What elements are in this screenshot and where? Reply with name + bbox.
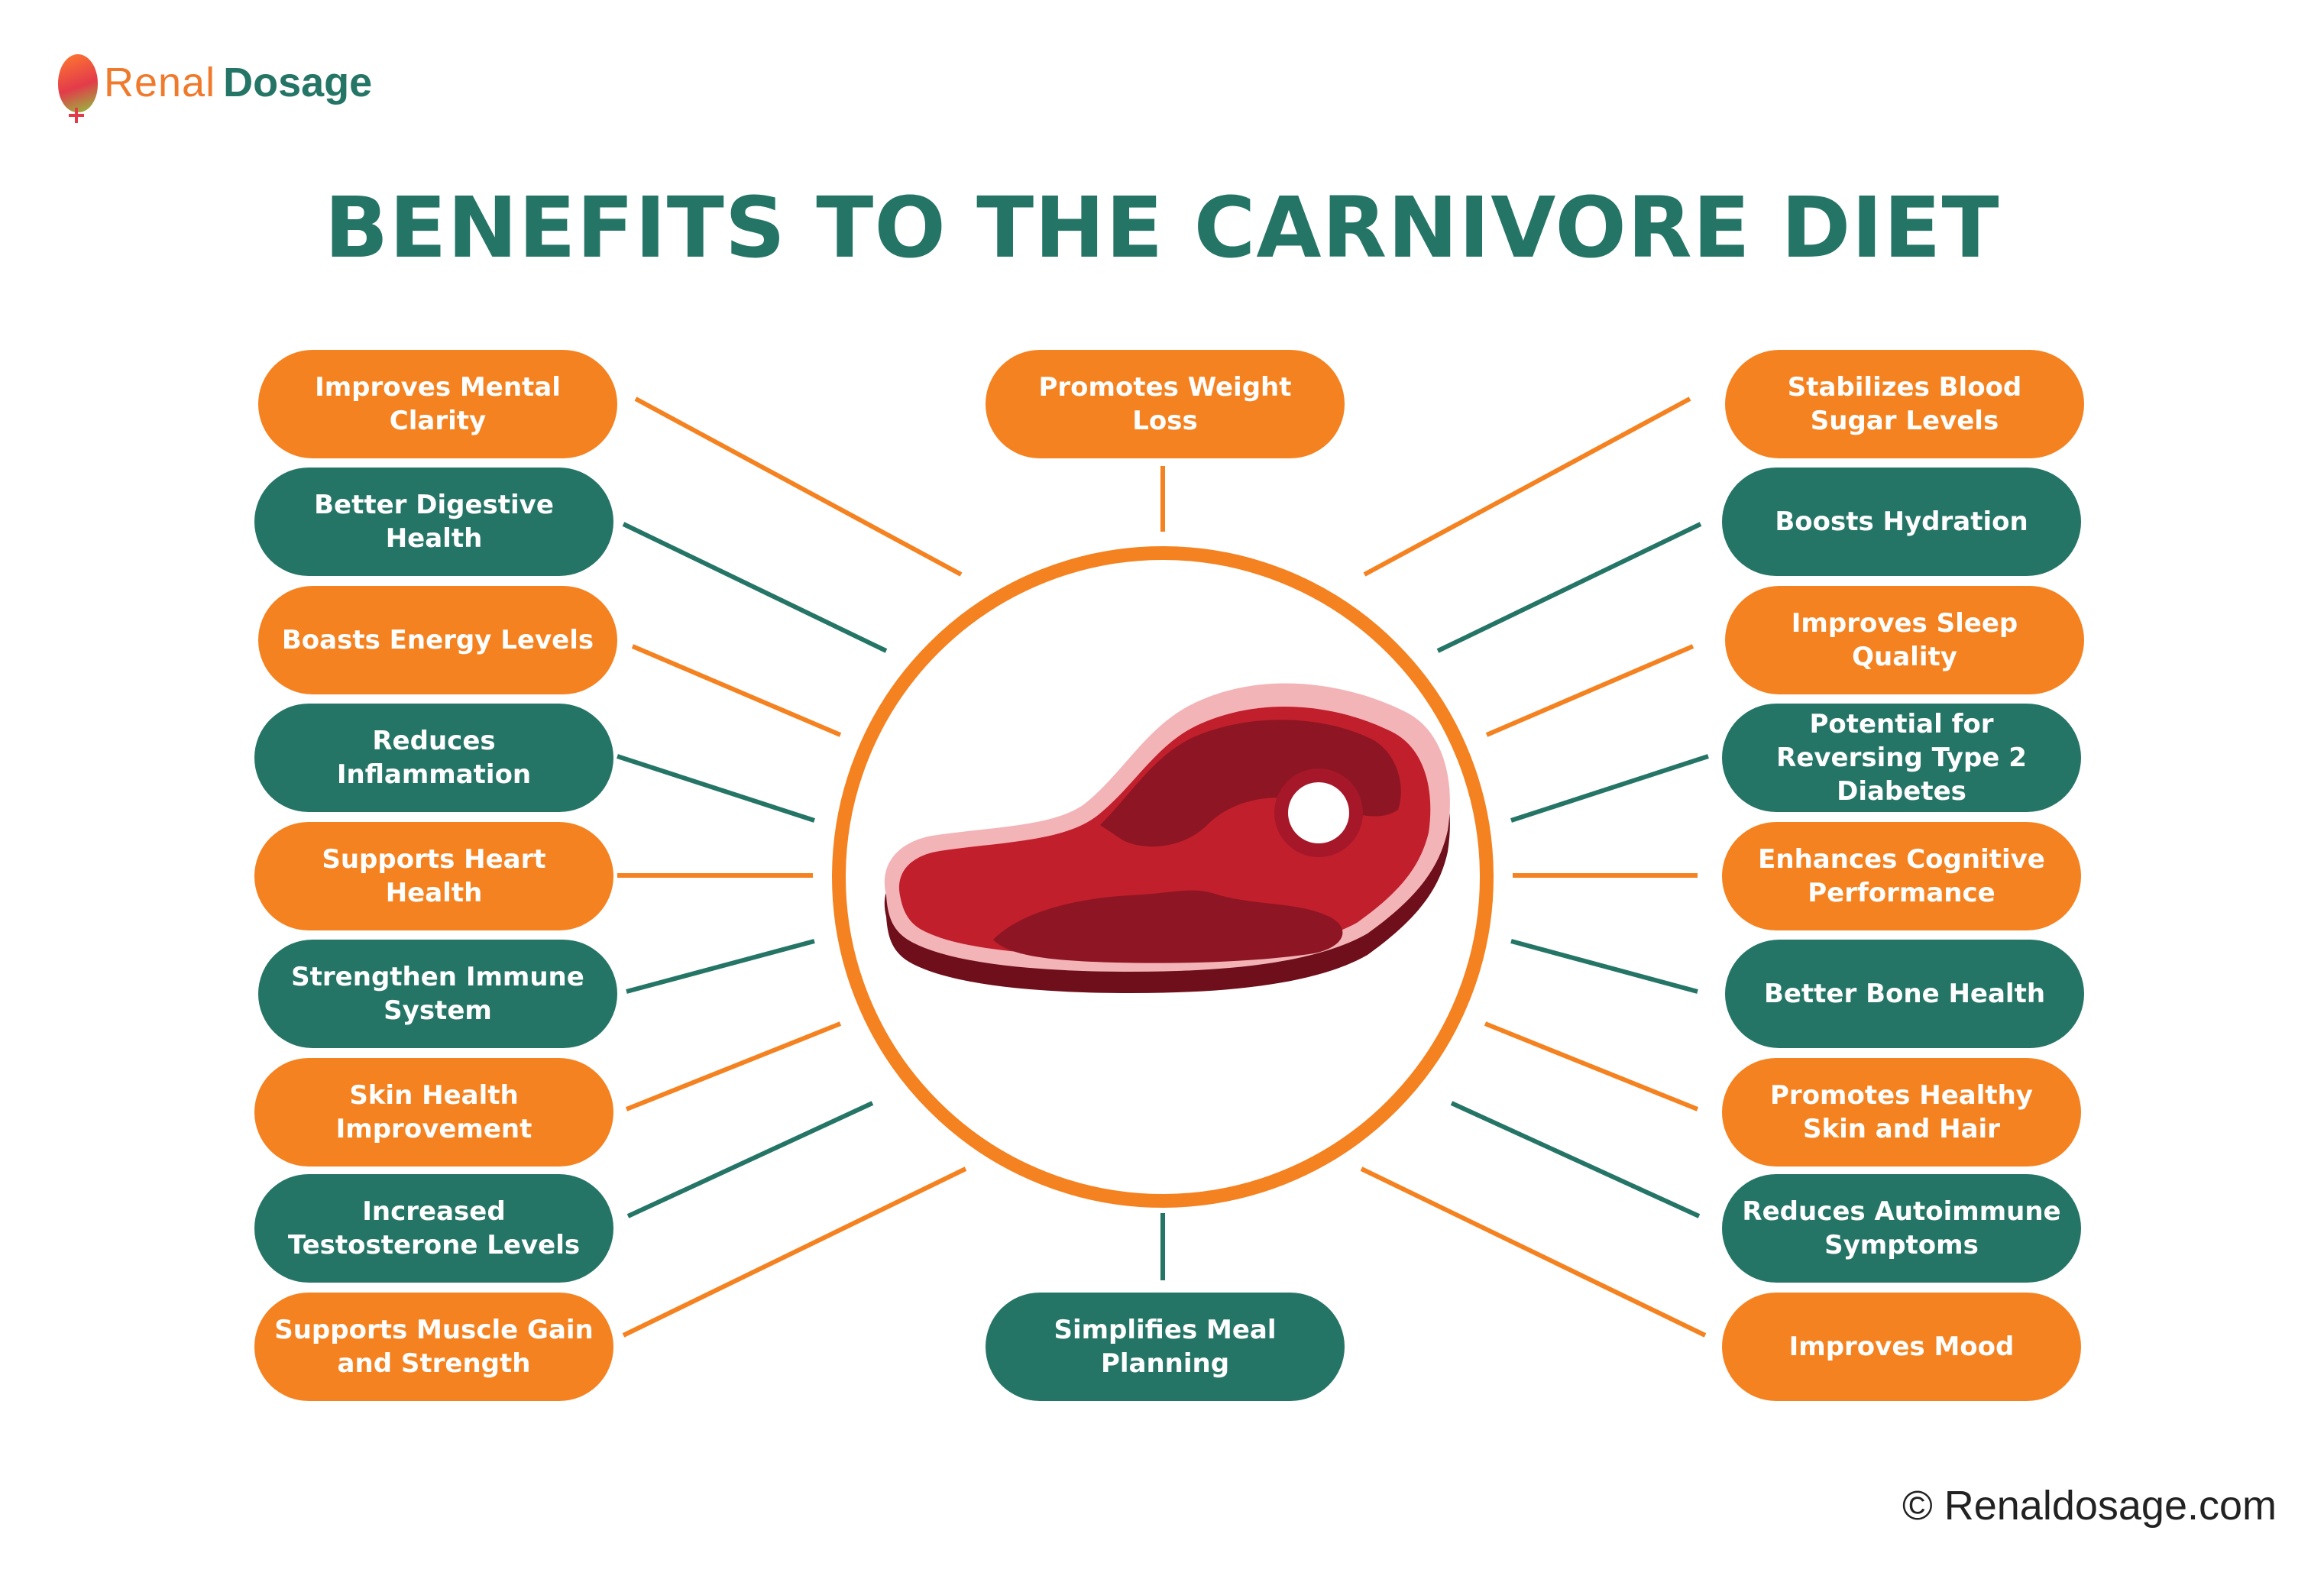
benefit-left-9: Supports Muscle Gain and Strength [254,1293,613,1401]
benefit-top: Promotes Weight Loss [986,350,1345,458]
benefit-left-3: Boasts Energy Levels [258,586,617,694]
benefit-right-4: Potential for Reversing Type 2 Diabetes [1722,704,2081,812]
benefit-left-6: Strengthen Immune System [258,940,617,1048]
brand-logo[interactable]: Renal Dosage [58,44,373,123]
connector-right-6 [1510,939,1698,994]
benefit-right-9: Improves Mood [1722,1293,2081,1401]
benefit-bottom: Simplifies Meal Planning [986,1293,1345,1401]
benefit-left-8: Increased Testosterone Levels [254,1174,613,1283]
benefit-left-1: Improves Mental Clarity [258,350,617,458]
renal-drop-logo-icon [58,48,102,123]
center-ring [832,546,1494,1208]
benefit-right-5: Enhances Cognitive Performance [1722,822,2081,930]
connector-right-4 [1510,754,1709,823]
connector-right-8 [1450,1101,1701,1218]
benefit-right-3: Improves Sleep Quality [1725,586,2084,694]
steak-icon [884,683,1450,993]
page-title: BENEFITS TO THE CARNIVORE DIET [324,179,2000,277]
benefit-right-2: Boosts Hydration [1722,468,2081,576]
benefit-left-5: Supports Heart Health [254,822,613,930]
connector-left-6 [626,939,815,994]
connector-right-1 [1363,396,1691,577]
connector-left-2 [622,522,888,653]
connector-left-8 [626,1101,874,1218]
benefit-left-7: Skin Health Improvement [254,1058,613,1166]
connector-right-7 [1484,1021,1699,1111]
benefit-left-2: Better Digestive Health [254,468,613,576]
benefit-right-7: Promotes Healthy Skin and Hair [1722,1058,2081,1166]
brand-name-part2: Dosage [223,60,373,105]
connector-left-1 [634,396,963,577]
connector-left-4 [617,754,815,823]
connector-lines [617,396,1709,1338]
connector-right-3 [1485,644,1694,737]
benefit-left-4: Reduces Inflammation [254,704,613,812]
brand-name-part1: Renal [104,60,216,105]
connector-left-9 [622,1166,967,1338]
connector-left-3 [631,644,842,737]
benefit-right-1: Stabilizes Blood Sugar Levels [1725,350,2084,458]
connector-right-9 [1360,1166,1707,1338]
benefit-right-8: Reduces Autoimmune Symptoms [1722,1174,2081,1283]
connector-left-7 [625,1021,842,1111]
copyright-footer[interactable]: © Renaldosage.com [1902,1483,2277,1529]
connector-right-2 [1436,522,1702,653]
benefit-right-6: Better Bone Health [1725,940,2084,1048]
